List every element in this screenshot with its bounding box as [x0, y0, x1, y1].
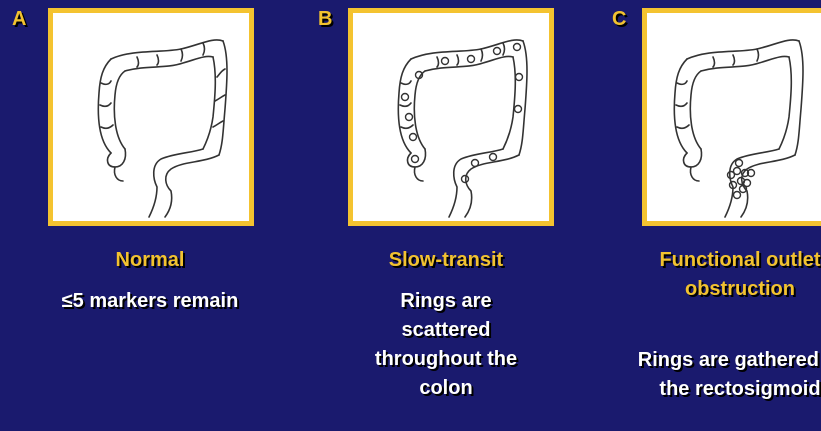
panel-c: C: [560, 0, 821, 431]
panel-b-frame: [348, 8, 554, 226]
panel-letter-c: C: [612, 8, 626, 31]
panel-c-frame: [642, 8, 821, 226]
marker-ring-icon: [402, 44, 523, 183]
panel-a-image: [53, 13, 249, 221]
panel-a-title: Normal: [30, 246, 270, 275]
colon-illustration-icon: [353, 13, 549, 221]
colon-illustration-icon: [53, 13, 249, 221]
panel-letter-a: A: [12, 8, 26, 31]
panel-b-image: [353, 13, 549, 221]
panel-c-description: Rings are gathered in the rectosigmoid: [630, 346, 821, 404]
colon-illustration-icon: [647, 13, 821, 221]
panel-c-image: [647, 13, 821, 221]
panel-letter-b: B: [318, 8, 332, 31]
panel-a: A: [0, 0, 270, 431]
panel-b: B: [270, 0, 560, 431]
panel-a-description: ≤5 markers remain: [30, 287, 270, 316]
panel-b-title: Slow-transit: [326, 246, 566, 275]
panel-c-title: Functional outlet obstruction: [640, 246, 821, 304]
panel-b-description: Rings are scattered throughout the colon: [366, 287, 526, 403]
panel-a-frame: [48, 8, 254, 226]
